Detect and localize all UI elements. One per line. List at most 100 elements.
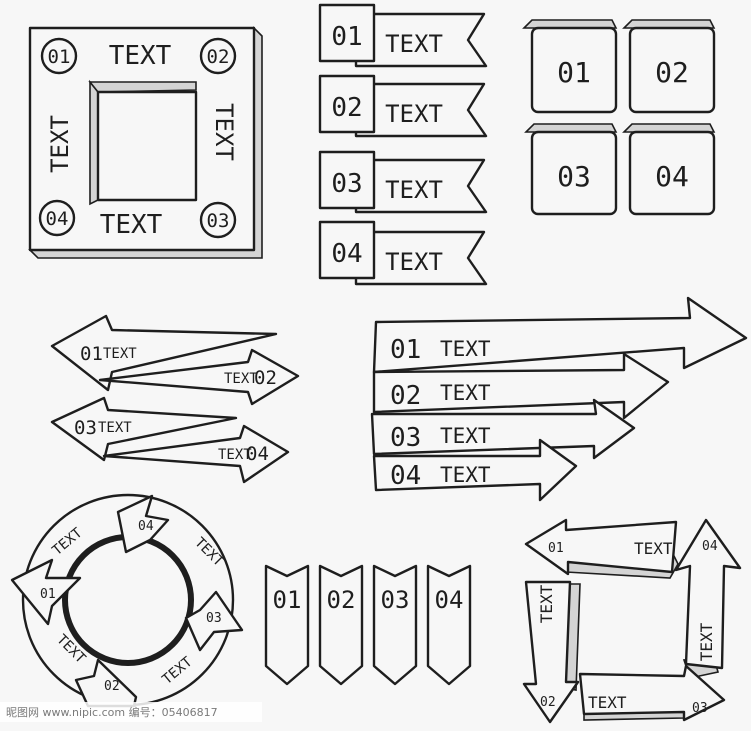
bar-arrow-text: TEXT — [440, 463, 491, 487]
bar-arrow-shape — [372, 296, 748, 374]
loop-arrow-num: 03 — [692, 701, 708, 716]
frame-left-text: TEXT — [46, 115, 74, 173]
flag-ribbon-1: 01 TEXT — [318, 3, 488, 68]
bar-arrow-text: TEXT — [440, 424, 491, 448]
loop-arrow-1: 01 TEXT — [524, 518, 679, 579]
pennant-tag-num: 04 — [435, 586, 464, 614]
zigzag-arrow-num: 03 — [74, 417, 97, 439]
frame-corner-circle-2 — [199, 37, 237, 75]
loop-arrow-shape — [578, 664, 726, 722]
bar-arrow-num: 03 — [390, 423, 421, 453]
bar-arrow-num: 04 — [390, 461, 421, 491]
bar-arrow-text: TEXT — [440, 381, 491, 405]
tile-1: 01 — [522, 19, 618, 114]
frame-bottom-text: TEXT — [100, 210, 163, 240]
bar-arrow-4: 04 TEXT — [372, 438, 578, 502]
frame-corner-circle-3 — [199, 201, 237, 239]
zigzag-arrow-text: TEXT — [98, 420, 132, 436]
cycle-num-1: 01 — [40, 587, 56, 602]
pennant-tag-2: 02 — [318, 564, 364, 686]
tile-3: 03 — [524, 123, 618, 216]
pennant-tag-shape — [318, 564, 364, 686]
frame-corner-num-2: 02 — [207, 46, 230, 68]
frame-corner-num-3: 03 — [207, 210, 230, 232]
tile-box — [628, 130, 716, 216]
loop-arrow-text: TEXT — [537, 584, 556, 623]
loop-arrow-shape — [524, 518, 678, 576]
zigzag-arrow-shape — [50, 396, 238, 462]
pennant-tag-4: 04 — [426, 564, 472, 686]
zigzag-arrow-num: 02 — [254, 367, 277, 389]
cycle-num-4: 04 — [138, 519, 154, 534]
tile-box — [628, 26, 716, 114]
loop-arrow-num: 02 — [540, 695, 556, 710]
flag-ribbon-text: TEXT — [385, 30, 443, 58]
cycle-arrowhead-4 — [116, 494, 170, 554]
loop-arrow-2: TEXT 02 — [522, 580, 581, 724]
loop-arrow-shape — [674, 518, 742, 670]
pennant-tag-num: 03 — [381, 586, 410, 614]
zigzag-arrow-1: 01 TEXT — [50, 314, 278, 392]
tile-num: 04 — [655, 160, 689, 193]
watermark-text: 昵图网 www.nipic.com 编号：05406817 — [6, 705, 218, 719]
flag-ribbon-num: 01 — [331, 22, 362, 52]
pennant-tag-num: 02 — [327, 586, 356, 614]
loop-arrow-4: 04 TEXT — [674, 518, 742, 679]
bar-arrow-text: TEXT — [440, 337, 491, 361]
flag-ribbon-text: TEXT — [385, 248, 443, 276]
pennant-tag-shape — [372, 564, 418, 686]
loop-arrow-num: 04 — [702, 539, 718, 554]
flag-ribbon-num-box — [318, 220, 376, 280]
cycle-arrowhead-3 — [184, 590, 244, 652]
zigzag-arrow-num: 04 — [246, 443, 269, 465]
bar-arrow-num: 01 — [390, 335, 421, 365]
loop-arrow-text: TEXT — [588, 693, 627, 712]
flag-ribbon-num: 03 — [331, 169, 362, 199]
pennant-tag-shape — [264, 564, 310, 686]
tile-num: 01 — [557, 56, 591, 89]
loop-arrow-text: TEXT — [634, 539, 673, 558]
cycle-text-4: TEXT — [53, 632, 89, 668]
zigzag-arrow-num: 01 — [80, 343, 103, 365]
flag-ribbon-text: TEXT — [385, 100, 443, 128]
frame-corner-circle-1 — [40, 37, 78, 75]
loop-arrow-3: TEXT 03 — [578, 664, 726, 722]
stacked-bar-arrows: 01 TEXT 02 TEXT 03 TEXT 04 TEXT — [370, 296, 748, 502]
cycle-inner-ring — [62, 534, 194, 666]
tile-box — [530, 26, 618, 114]
pennant-tag-shape — [426, 564, 472, 686]
square-arrow-loop: 01 TEXT 04 TEXT TEXT 02 TEXT 03 — [522, 518, 742, 724]
bar-arrow-shape — [372, 438, 578, 502]
cycle-num-3: 03 — [206, 611, 222, 626]
flag-ribbons: 01 TEXT 02 TEXT 03 TEXT 04 TEXT — [318, 3, 488, 286]
tile-box — [530, 130, 618, 216]
bar-arrow-num: 02 — [390, 381, 421, 411]
frame-corner-num-4: 04 — [46, 208, 69, 230]
zigzag-arrow-shape — [98, 348, 300, 406]
pennant-tag-num: 01 — [273, 586, 302, 614]
tile-num: 03 — [557, 160, 591, 193]
flag-ribbon-3: 03 TEXT — [318, 150, 488, 214]
flag-ribbon-2: 02 TEXT — [318, 74, 488, 138]
loop-arrow-text: TEXT — [697, 622, 716, 661]
cycle-arrowhead-1 — [10, 558, 82, 626]
frame-top-text: TEXT — [109, 41, 172, 71]
watermark-bg — [0, 702, 262, 722]
tile-4: 04 — [622, 123, 716, 216]
zigzag-arrow-text: TEXT — [224, 371, 258, 387]
frame-corner-circle-4 — [38, 199, 76, 237]
flag-ribbon-num-box — [318, 3, 376, 63]
flag-ribbon-num: 02 — [331, 93, 362, 123]
loop-arrow-shape — [522, 580, 580, 724]
zigzag-arrow-text: TEXT — [218, 447, 252, 463]
flag-ribbon-num-box — [318, 150, 376, 210]
cycle-num-2: 02 — [104, 679, 120, 694]
zigzag-arrows: 01 TEXT TEXT 02 03 TEXT TEXT 04 — [50, 314, 300, 484]
tile-num: 02 — [655, 56, 689, 89]
cycle-text-3: TEXT — [159, 654, 196, 688]
pennant-tag-1: 01 — [264, 564, 310, 686]
circular-cycle: 01 02 03 04 TEXT TEXT TEXT TEXT — [10, 493, 244, 708]
bar-arrow-3: 03 TEXT — [370, 398, 636, 460]
frame-right-text: TEXT — [210, 103, 238, 161]
